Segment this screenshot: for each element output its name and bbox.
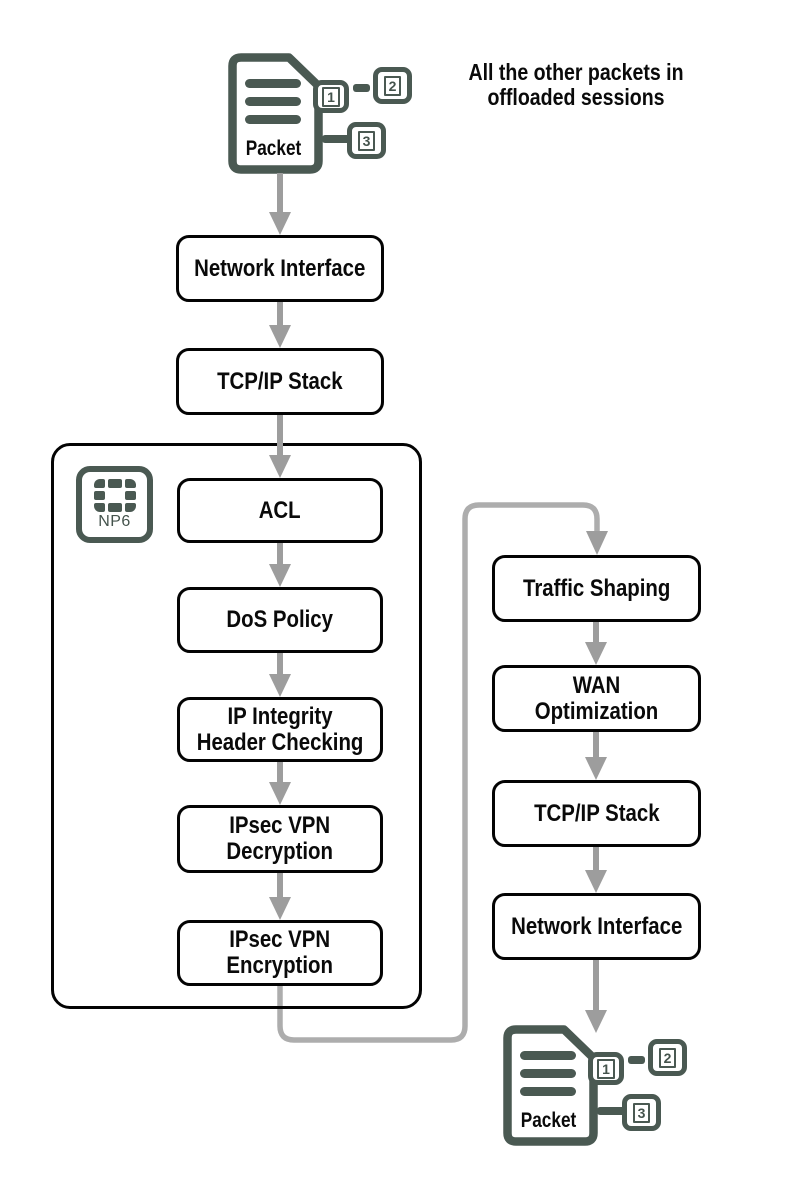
np6-chip: NP6: [76, 466, 153, 543]
box-ipsec-vpn-decryption: IPsec VPN Decryption: [177, 805, 383, 873]
arrow-decryption-to-encryption: [277, 873, 283, 899]
text-line-icon: [520, 1087, 576, 1096]
box-tcpip-stack-out: TCP/IP Stack: [492, 780, 701, 847]
arrow-tcpip-to-acl: [277, 415, 283, 457]
packet-icon-top: Packet 1 2 3: [228, 53, 418, 181]
arrowhead-icon: [269, 564, 291, 587]
text-line-icon: [520, 1069, 576, 1078]
arrowhead-icon: [585, 642, 607, 665]
box-dos-policy: DoS Policy: [177, 587, 383, 653]
arrowhead-icon: [269, 782, 291, 805]
np6-chip-label: NP6: [98, 513, 131, 530]
packet-label: Packet: [245, 137, 302, 160]
badge-3: 3: [622, 1094, 661, 1131]
arrow-traffic-shaping-to-wan: [593, 622, 599, 644]
text-line-icon: [245, 97, 301, 106]
arrowhead-icon: [269, 455, 291, 478]
arrow-dos-to-ip-integrity: [277, 653, 283, 676]
arrow-network-interface-to-tcpip: [277, 302, 283, 327]
badge-link-line: [353, 84, 370, 92]
text-line-icon: [520, 1051, 576, 1060]
document-icon: [503, 1025, 598, 1146]
text-line-icon: [245, 115, 301, 124]
badge-link-line: [597, 1107, 626, 1115]
badge-1: 1: [313, 80, 349, 113]
packet-label: Packet: [520, 1109, 577, 1132]
fortinet-grid-icon: [93, 479, 136, 512]
badge-3: 3: [347, 122, 386, 159]
arrowhead-icon: [585, 757, 607, 780]
arrowhead-icon: [585, 870, 607, 893]
badge-1: 1: [588, 1052, 624, 1085]
badge-link-line: [628, 1056, 645, 1064]
badge-link-line: [322, 135, 351, 143]
arrow-acl-to-dos-policy: [277, 543, 283, 566]
arrowhead-icon: [269, 674, 291, 697]
connector-arrowhead-icon: [586, 531, 608, 555]
arrow-tcpip-to-network-interface: [593, 847, 599, 872]
box-ipsec-vpn-encryption: IPsec VPN Encryption: [177, 920, 383, 986]
np6-container: [51, 443, 422, 1009]
box-ip-integrity-header-checking: IP Integrity Header Checking: [177, 697, 383, 762]
arrowhead-icon: [269, 325, 291, 348]
arrow-ip-integrity-to-decryption: [277, 762, 283, 784]
arrowhead-icon: [269, 212, 291, 235]
badge-2: 2: [373, 67, 412, 104]
box-network-interface-in: Network Interface: [176, 235, 384, 302]
arrow-wan-to-tcpip: [593, 732, 599, 759]
packet-icon-bottom: Packet 1 2 3: [503, 1025, 693, 1153]
box-tcpip-stack-in: TCP/IP Stack: [176, 348, 384, 415]
text-line-icon: [245, 79, 301, 88]
box-wan-optimization: WAN Optimization: [492, 665, 701, 732]
box-acl: ACL: [177, 478, 383, 543]
box-traffic-shaping: Traffic Shaping: [492, 555, 701, 622]
offloaded-sessions-caption: All the other packets in offloaded sessi…: [468, 59, 684, 111]
arrowhead-icon: [585, 1010, 607, 1033]
arrowhead-icon: [269, 897, 291, 920]
arrow-packet-to-network-interface: [277, 173, 283, 214]
badge-2: 2: [648, 1039, 687, 1076]
arrow-network-interface-to-packet: [593, 960, 599, 1012]
box-network-interface-out: Network Interface: [492, 893, 701, 960]
document-icon: [228, 53, 323, 174]
